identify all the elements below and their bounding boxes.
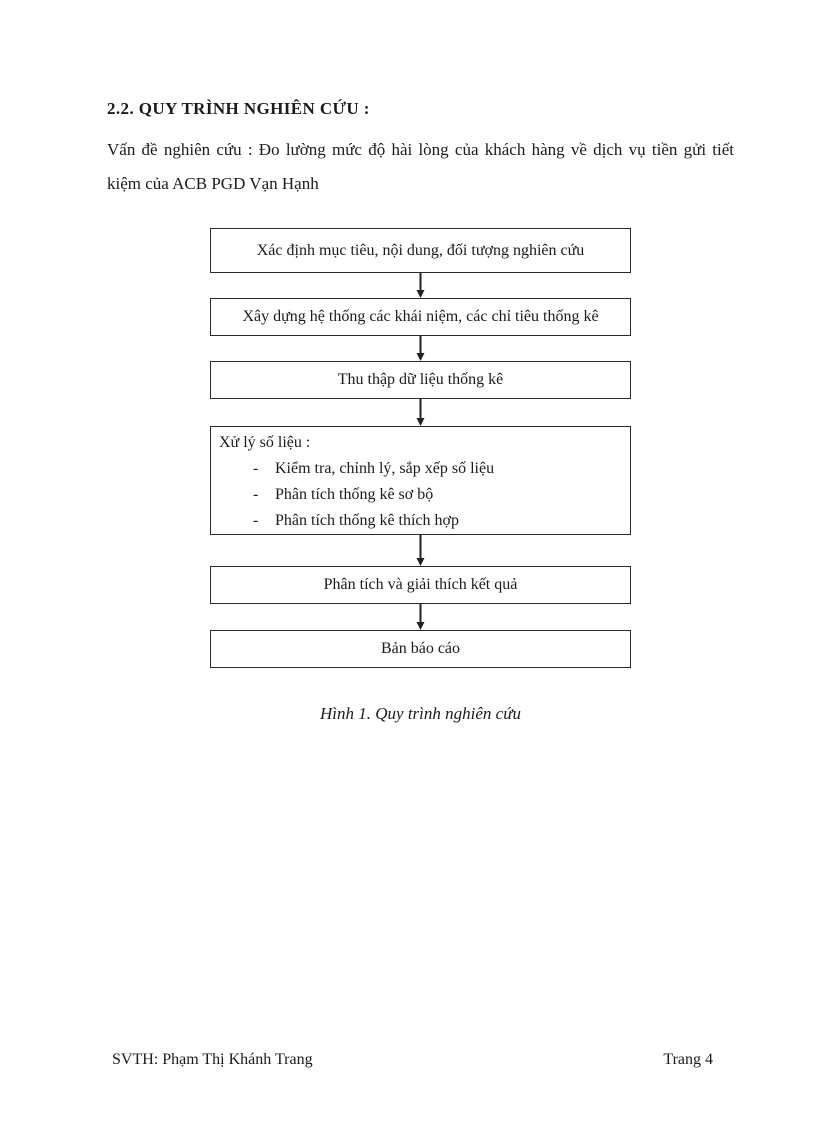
down-arrow-icon [416, 336, 425, 361]
arrow-head [416, 290, 425, 298]
footer-page-number: Trang 4 [663, 1051, 713, 1068]
arrow-shaft [419, 399, 422, 418]
down-arrow-icon [416, 535, 425, 566]
dash-bullet: - [253, 486, 259, 503]
list-item: - Phân tích thống kê sơ bộ [219, 482, 620, 508]
flow-box-data-collection: Thu thập dữ liệu thống kê [210, 361, 631, 399]
figure-caption: Hình 1. Quy trình nghiên cứu [320, 704, 521, 723]
down-arrow-icon [416, 604, 425, 630]
arrow-shaft [419, 273, 422, 290]
flow-box-data-processing: Xử lý số liệu : - Kiểm tra, chỉnh lý, sắ… [210, 426, 631, 535]
list-item-text: Kiểm tra, chỉnh lý, sắp xếp số liệu [275, 460, 495, 477]
arrow-head [416, 353, 425, 361]
flow-box-analysis: Phân tích và giải thích kết quả [210, 566, 631, 604]
flow-box-concepts: Xây dựng hệ thống các khái niệm, các chỉ… [210, 298, 631, 336]
list-item-text: Phân tích thống kê sơ bộ [275, 486, 434, 503]
footer-author: SVTH: Phạm Thị Khánh Trang [112, 1051, 313, 1068]
arrow-head [416, 558, 425, 566]
arrow-shaft [419, 604, 422, 622]
arrow-head [416, 622, 425, 630]
research-process-flowchart: Xác định mục tiêu, nội dung, đối tượng n… [210, 228, 631, 668]
down-arrow-icon [416, 399, 425, 426]
list-item: - Kiểm tra, chỉnh lý, sắp xếp số liệu [219, 456, 620, 482]
research-problem-paragraph: Vấn đề nghiên cứu : Đo lường mức độ hài … [107, 140, 734, 193]
arrow-shaft [419, 535, 422, 558]
flow-box-report: Bản báo cáo [210, 630, 631, 668]
arrow-head [416, 418, 425, 426]
down-arrow-icon [416, 273, 425, 298]
list-item: - Phân tích thống kê thích hợp [219, 508, 620, 534]
dash-bullet: - [253, 512, 259, 529]
dash-bullet: - [253, 460, 259, 477]
flow-box-title: Xử lý số liệu : [219, 434, 311, 451]
arrow-shaft [419, 336, 422, 353]
list-item-text: Phân tích thống kê thích hợp [275, 512, 459, 529]
section-heading: 2.2. QUY TRÌNH NGHIÊN CỨU : [107, 99, 370, 118]
flow-box-objectives: Xác định mục tiêu, nội dung, đối tượng n… [210, 228, 631, 273]
